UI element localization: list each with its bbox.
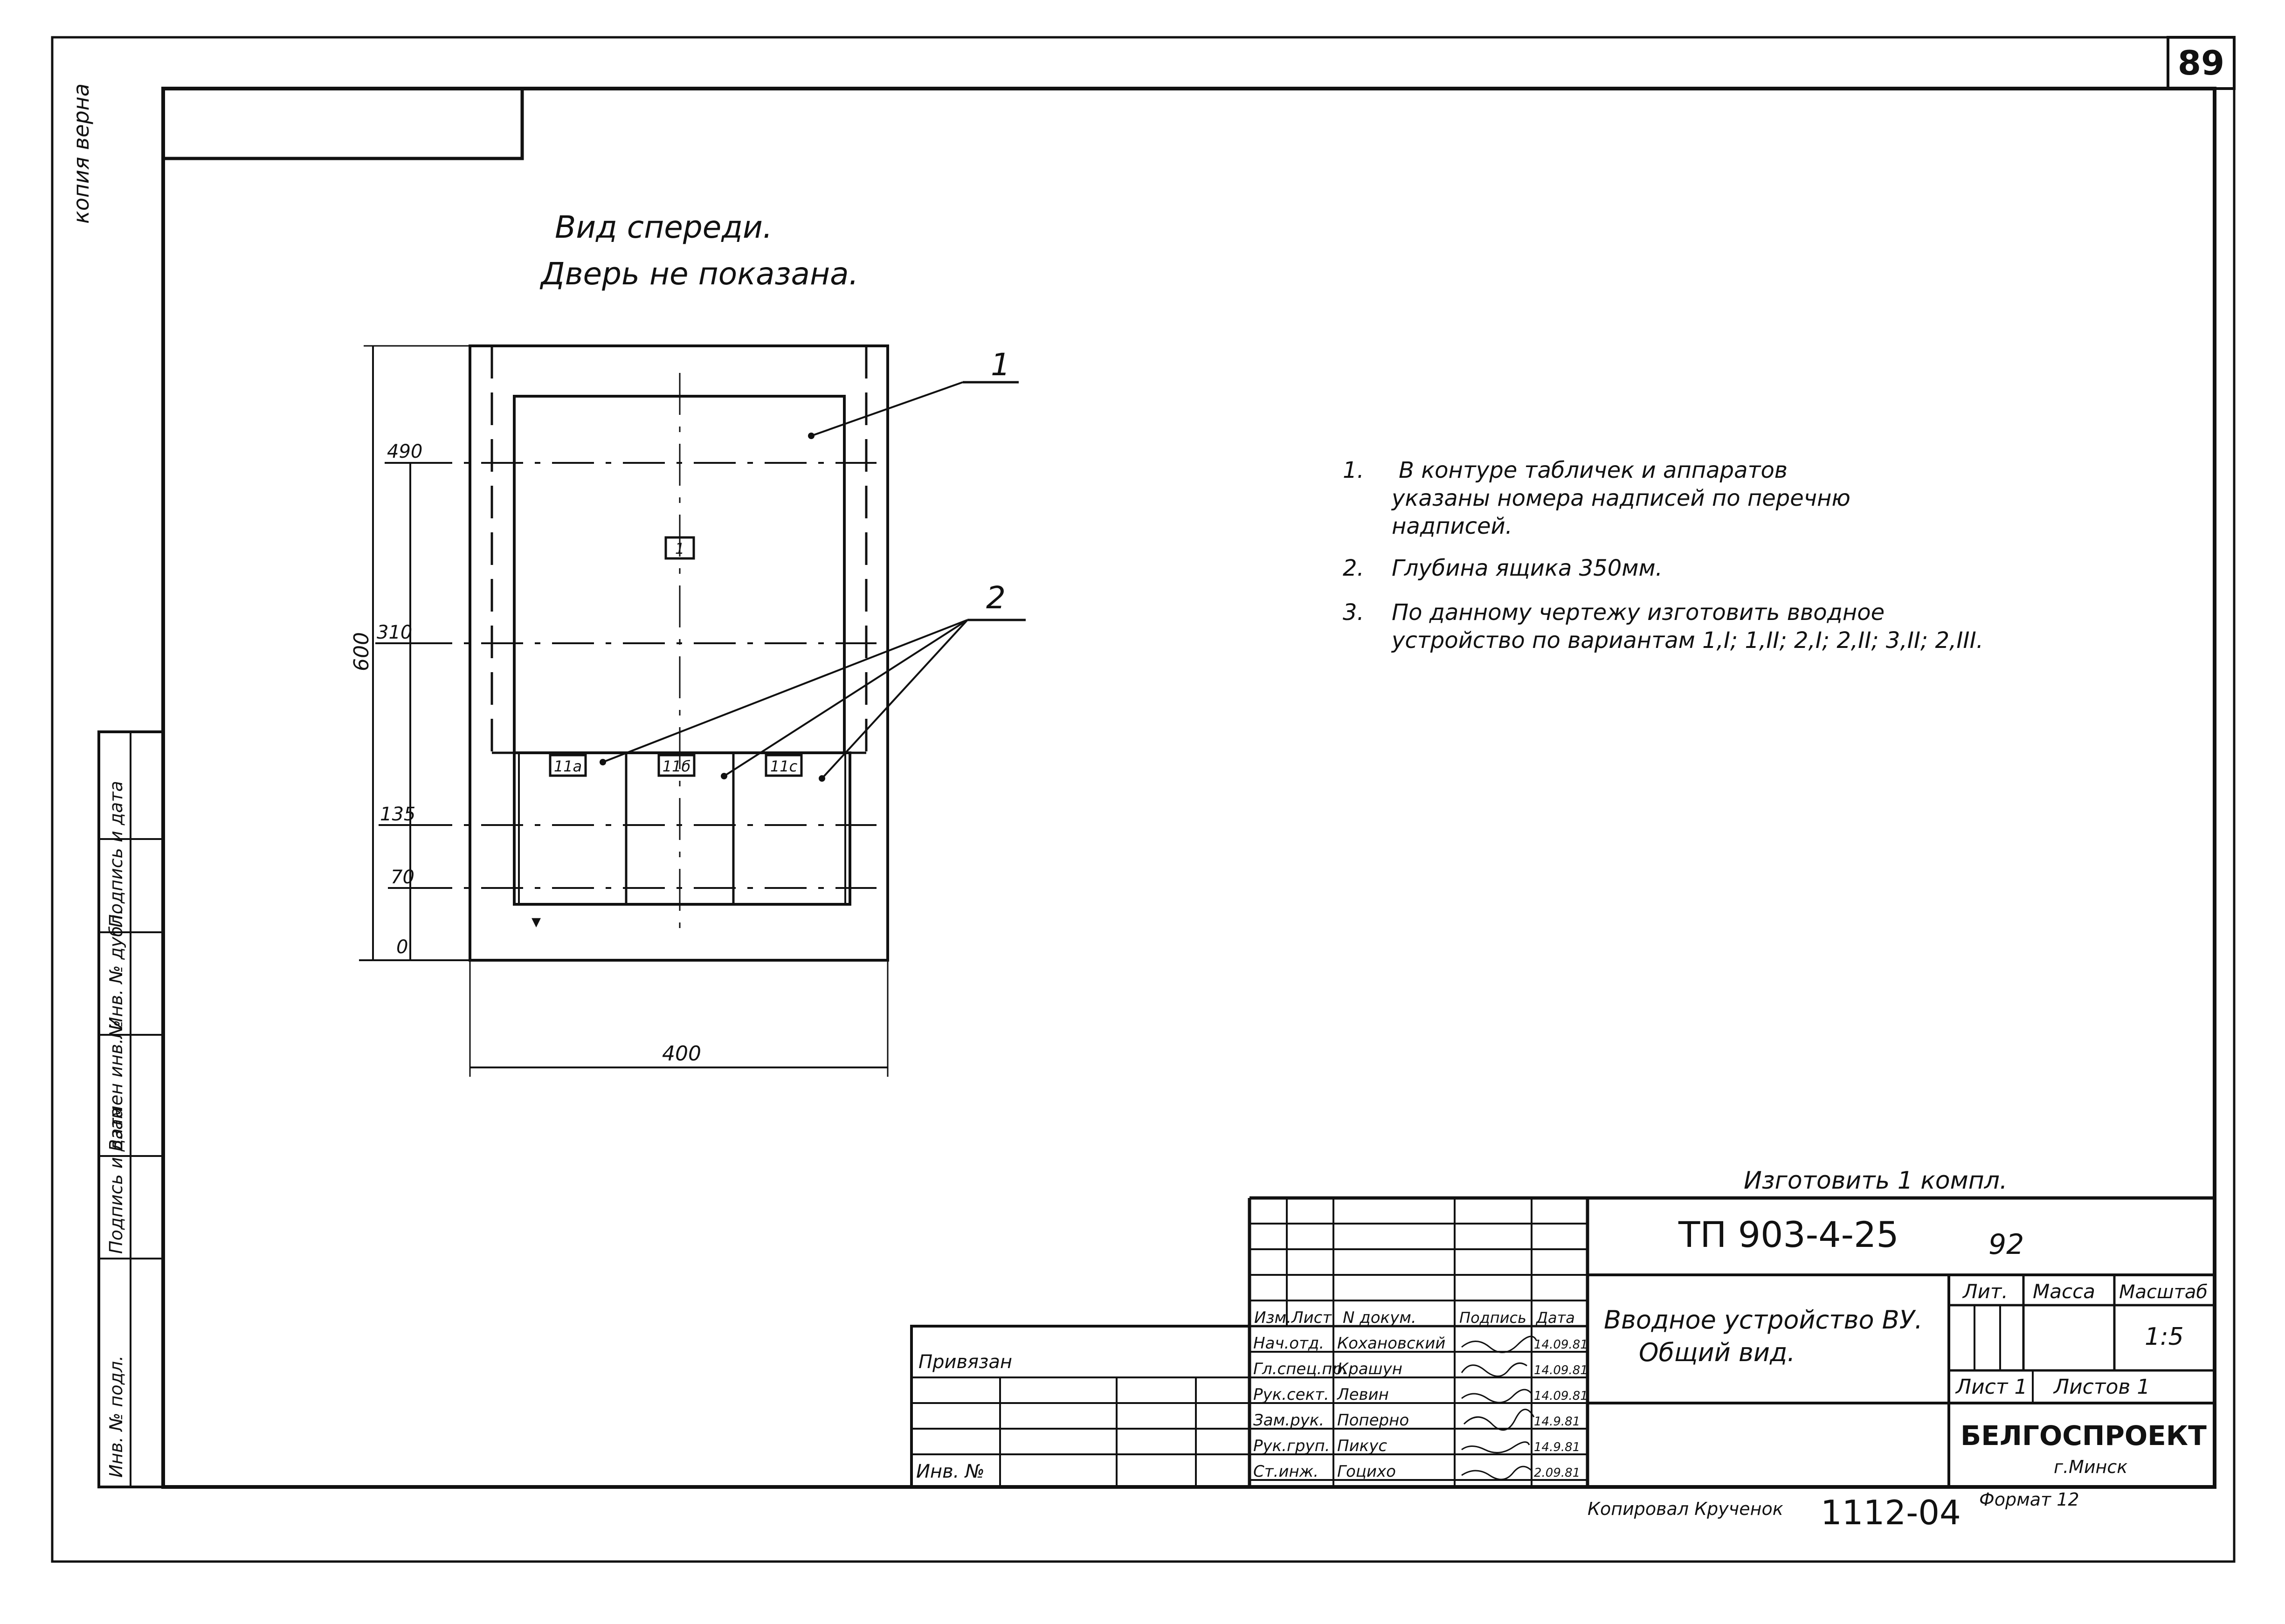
callout-2: 2 — [986, 580, 1006, 616]
scale-value: 1:5 — [2145, 1323, 2184, 1351]
col-mass: Масса — [2033, 1280, 2095, 1303]
side-strip: Инв. № подл. Подпись и дата Взамен инв.№… — [97, 730, 165, 1488]
sheets-label: Листов 1 — [2053, 1375, 2150, 1399]
sheet-code: 92 — [1988, 1228, 2024, 1261]
copied-by: Копировал Крученок — [1588, 1499, 1783, 1519]
hdr-izm: Изм. — [1254, 1308, 1291, 1327]
dim-310: 310 — [377, 622, 412, 643]
strip-label-1: Инв. № подл. — [106, 1356, 126, 1478]
staff-role-5: Рук.груп. — [1253, 1437, 1330, 1455]
signature-scribble-2 — [1461, 1362, 1527, 1377]
order-no: 1112-04 — [1821, 1493, 1961, 1532]
staff-date-5: 14.9.81 — [1534, 1440, 1580, 1454]
sheet-label: Лист 1 — [1955, 1375, 2027, 1399]
staff-name-4: Поперно — [1337, 1411, 1409, 1430]
dim-400: 400 — [662, 1042, 701, 1066]
plate-b — [657, 754, 696, 777]
staff-role-6: Ст.инж. — [1253, 1462, 1319, 1481]
staff-role-1: Нач.отд. — [1253, 1334, 1324, 1353]
staff-date-1: 14.09.81 — [1534, 1338, 1588, 1352]
col-lit: Лит. — [1962, 1280, 2008, 1303]
page-number-box — [2167, 36, 2236, 90]
hdr-sign: Подпись — [1459, 1309, 1526, 1327]
plate-main — [664, 536, 695, 560]
dim-0: 0 — [396, 936, 408, 958]
note-1-num: 1. — [1343, 457, 1364, 483]
note-1-line2: указаны номера надписей по перечню — [1391, 485, 1850, 511]
note-3-num: 3. — [1343, 599, 1364, 626]
hdr-list: Лист — [1291, 1308, 1332, 1327]
dim-490: 490 — [387, 441, 422, 462]
staff-date-3: 14.09.81 — [1534, 1389, 1588, 1403]
signature-scribble-5 — [1461, 1441, 1530, 1453]
note-1-line3: надписей. — [1392, 513, 1512, 539]
staff-role-4: Зам.рук. — [1253, 1411, 1324, 1430]
svg-text:▾: ▾ — [532, 911, 541, 932]
inv-no-label: Инв. № — [916, 1461, 985, 1482]
plate-main-label: 1 — [675, 540, 684, 557]
meter-compartment — [513, 751, 851, 906]
plate-a-label: 11a — [554, 757, 582, 775]
copy-stamp: копия верна — [69, 83, 94, 224]
title-line2: Общий вид. — [1639, 1338, 1795, 1367]
notes: 1. В контуре табличек и аппаратов указан… — [1343, 457, 1983, 654]
staff-name-6: Гоцихо — [1337, 1462, 1396, 1481]
privyazan-block — [910, 1325, 1251, 1488]
cabinet-outline — [469, 344, 889, 962]
signature-scribble-3 — [1461, 1389, 1533, 1404]
note-1-line1: В контуре табличек и аппаратов — [1399, 457, 1788, 483]
org-name: БЕЛГОСПРОЕКТ — [1961, 1420, 2207, 1452]
view-title-line1: Вид спереди. — [555, 209, 773, 245]
title-block: Изготовить 1 компл. ТП 903-4-25 92 Вводн… — [910, 1167, 2215, 1532]
staff-name-3: Левин — [1336, 1385, 1389, 1404]
callout-1: 1 — [991, 347, 1010, 383]
staff-date-4: 14.9.81 — [1534, 1415, 1580, 1429]
plate-a — [549, 754, 587, 777]
page-number: 89 — [2178, 43, 2224, 83]
col-scale: Масштаб — [2119, 1281, 2208, 1303]
staff-role-2: Гл.спец.пр. — [1253, 1360, 1347, 1378]
hdr-ndoc: N докум. — [1343, 1308, 1416, 1327]
staff-name-5: Пикус — [1337, 1437, 1387, 1455]
make-note: Изготовить 1 компл. — [1744, 1167, 2008, 1195]
staff-date-6: 2.09.81 — [1534, 1466, 1580, 1480]
format-label: Формат 12 — [1979, 1489, 2079, 1510]
signature-scribble-4 — [1463, 1409, 1535, 1431]
staff-date-2: 14.09.81 — [1534, 1363, 1588, 1377]
note-3-line2: устройство по вариантам 1,I; 1,II; 2,I; … — [1391, 627, 1983, 654]
strip-label-5: Подпись и дата — [106, 781, 126, 928]
strip-label-2: Подпись и дата — [106, 1107, 126, 1254]
plate-b-label: 11б — [663, 757, 690, 775]
dim-600: 600 — [350, 632, 373, 671]
privyazan-label: Привязан — [918, 1351, 1012, 1373]
staff-role-3: Рук.сект. — [1253, 1385, 1329, 1404]
outer-frame — [51, 36, 2236, 1563]
cabinet-front-view: ▾ 1 11a 11б 11c 1 2 600 — [350, 344, 1026, 1077]
org-city: г.Минск — [2054, 1457, 2127, 1477]
staff-name-1: Кохановский — [1337, 1334, 1445, 1353]
strip-label-4: Инв. № дубл. — [106, 909, 126, 1030]
title-line1: Вводное устройство ВУ. — [1604, 1305, 1923, 1335]
note-2-num: 2. — [1343, 555, 1364, 581]
staff-name-2: Крашун — [1337, 1360, 1402, 1378]
plate-c-label: 11c — [770, 757, 798, 775]
signature-scribble-6 — [1461, 1466, 1533, 1480]
dim-70: 70 — [391, 867, 414, 888]
hdr-date: Дата — [1535, 1309, 1575, 1327]
note-3-line1: По данному чертежу изготовить вводное — [1392, 599, 1885, 626]
view-title-line2: Дверь не показана. — [539, 256, 859, 292]
dim-135: 135 — [380, 804, 415, 825]
strip-label-3: Взамен инв.№ — [106, 1020, 126, 1151]
signature-scribble-1 — [1461, 1335, 1537, 1353]
note-2-line1: Глубина ящика 350мм. — [1392, 555, 1663, 581]
plate-c — [765, 754, 803, 777]
doc-code: ТП 903-4-25 — [1678, 1214, 1899, 1255]
top-left-box — [161, 87, 524, 160]
